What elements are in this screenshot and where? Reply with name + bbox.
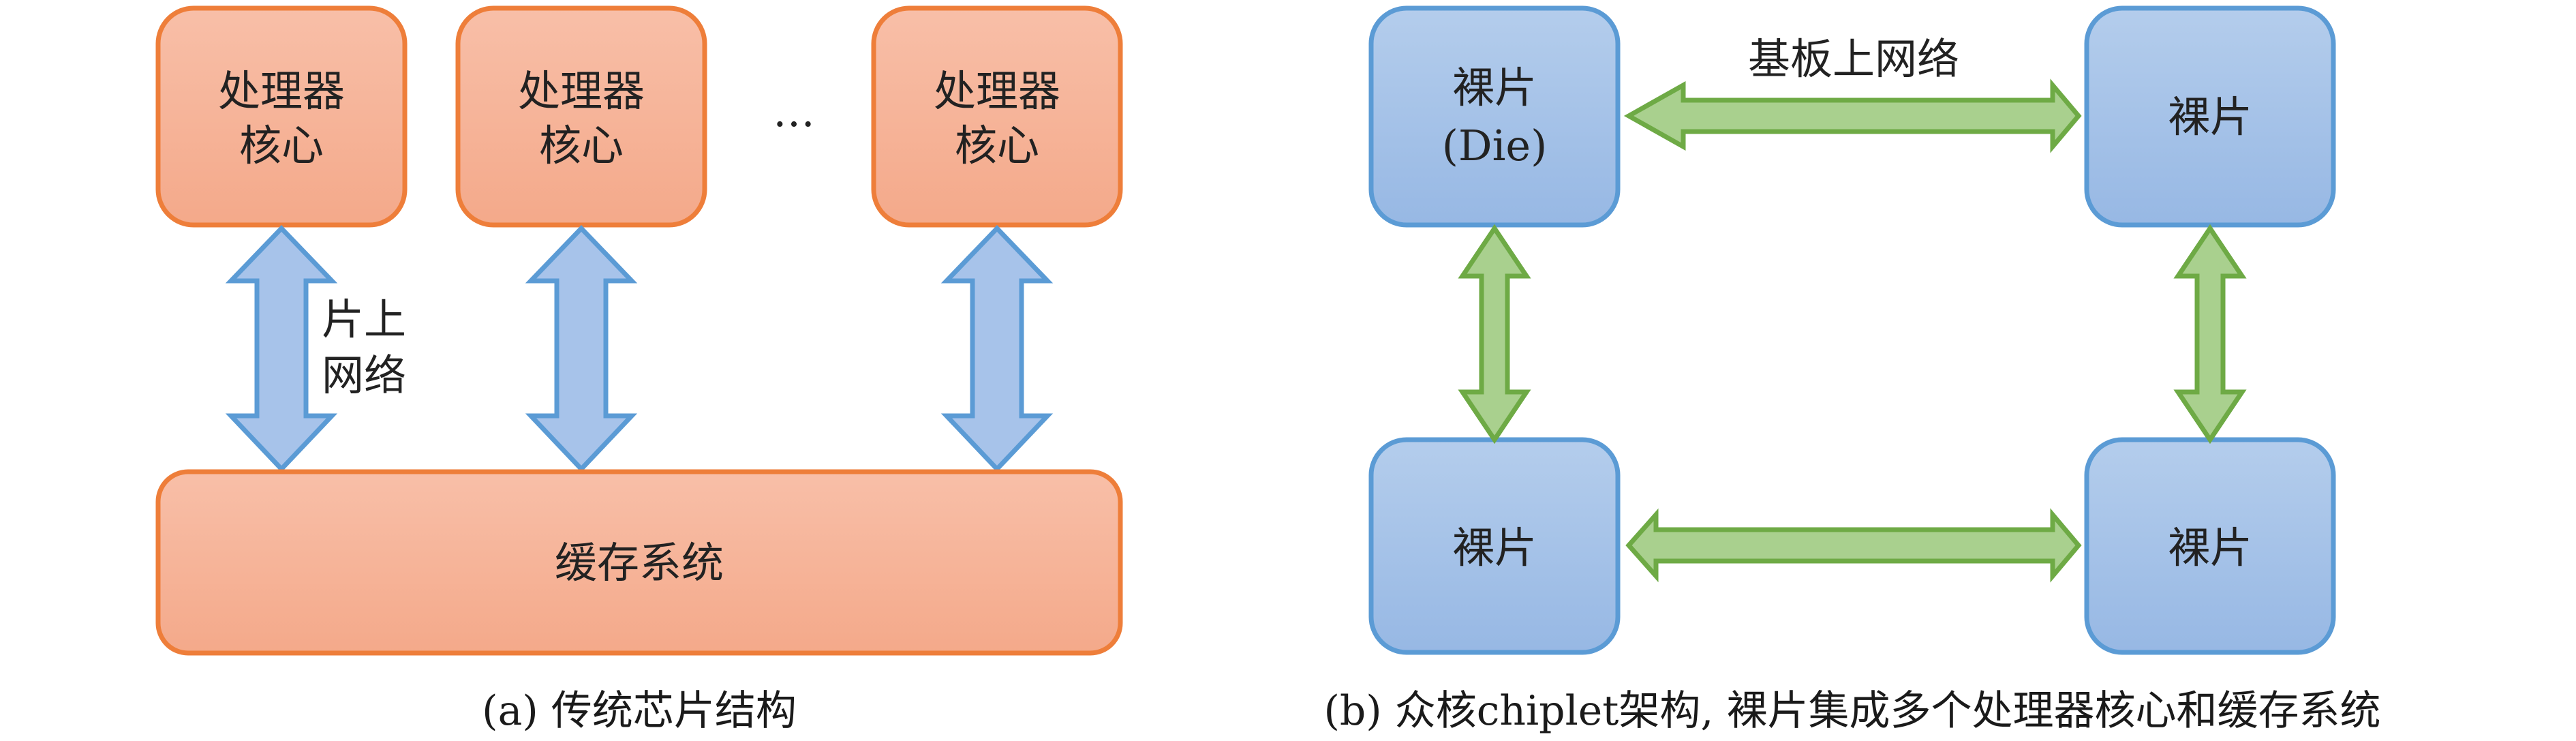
noc-arrow-2	[525, 224, 638, 473]
caption-a: (a) 传统芯片结构	[482, 687, 797, 735]
substrate-arrow-top	[1623, 78, 2082, 153]
die-bottom-right: 裸片	[2084, 437, 2336, 655]
core-2-label-line2: 核心	[539, 121, 624, 170]
panel-a: 处理器 核心 处理器 核心 … 处理器 核心 片上 网络 缓存系统 (a)	[155, 5, 1123, 735]
substrate-arrow-bottom	[1625, 508, 2082, 583]
die-top-left-label-line2: (Die)	[1442, 121, 1548, 170]
noc-label-line1: 片上	[322, 294, 406, 344]
cache-system-label: 缓存系统	[555, 538, 724, 588]
die-bottom-left-label: 裸片	[1452, 523, 1537, 573]
noc-label-line2: 网络	[322, 350, 406, 400]
core-1-label-line2: 核心	[239, 121, 324, 170]
core-2-label-line1: 处理器	[518, 66, 645, 116]
caption-b: (b) 众核chiplet架构, 裸片集成多个处理器核心和缓存系统	[1323, 687, 2380, 735]
substrate-network-label: 基板上网络	[1748, 34, 1959, 84]
substrate-arrow-right	[2173, 224, 2247, 444]
ellipsis: …	[773, 87, 815, 136]
core-3-label-line2: 核心	[955, 121, 1039, 170]
die-top-left: 裸片 (Die)	[1368, 5, 1621, 228]
cache-system: 缓存系统	[155, 469, 1123, 656]
core-3-label-line1: 处理器	[934, 66, 1060, 116]
die-top-right: 裸片	[2084, 5, 2336, 228]
substrate-arrow-left	[1458, 224, 1531, 444]
processor-core-2: 处理器 核心	[455, 5, 707, 228]
noc-arrow-1	[225, 224, 338, 473]
die-bottom-left: 裸片	[1368, 437, 1621, 655]
die-bottom-right-label: 裸片	[2168, 523, 2252, 573]
die-top-right-label: 裸片	[2168, 92, 2252, 142]
panel-b: 裸片 (Die) 裸片 裸片 裸片 基板上网络 (b) 众核chiplet架构,…	[1323, 5, 2381, 735]
die-top-left-label-line1: 裸片	[1452, 63, 1537, 112]
noc-arrow-3	[940, 224, 1054, 473]
processor-core-3: 处理器 核心	[871, 5, 1123, 228]
core-1-label-line1: 处理器	[218, 66, 345, 116]
processor-core-1: 处理器 核心	[155, 5, 408, 228]
